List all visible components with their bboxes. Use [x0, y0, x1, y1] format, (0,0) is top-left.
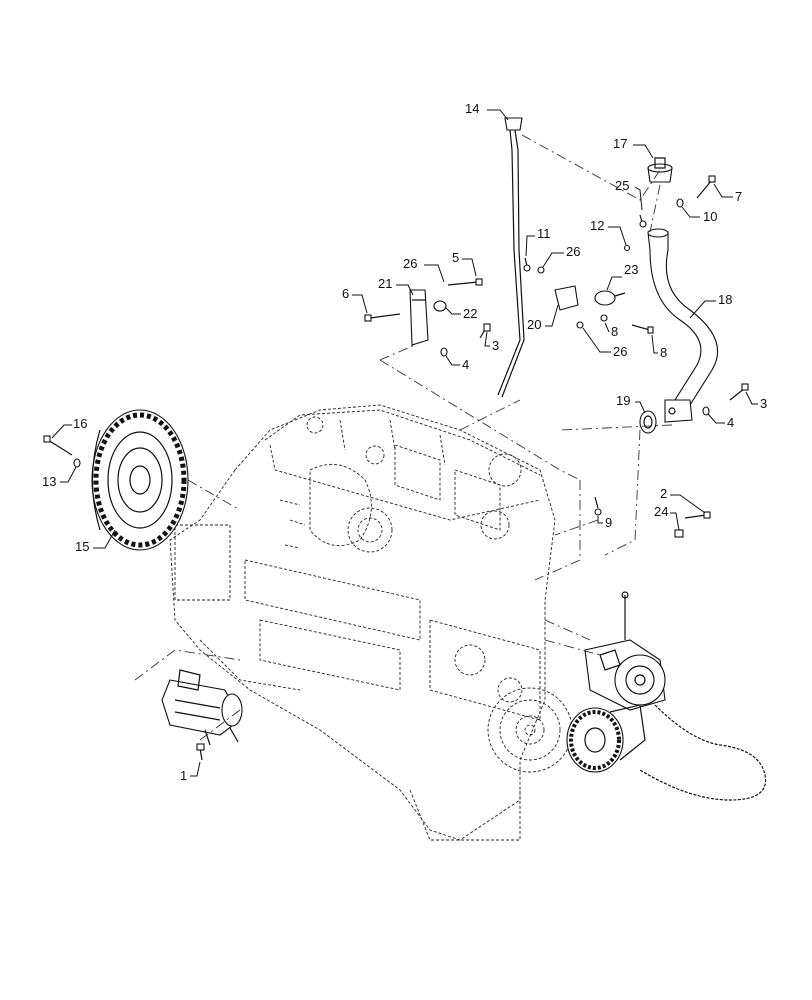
clip-22 — [433, 300, 447, 312]
callout-3-mid: 3 — [484, 331, 499, 353]
assembly-lines — [134, 134, 673, 741]
callout-label: 18 — [718, 292, 732, 307]
callout-6: 6 — [342, 286, 368, 314]
callout-label: 24 — [654, 504, 668, 519]
callout-label: 11 — [537, 226, 551, 241]
drive-belt — [639, 704, 767, 801]
callout-22: 22 — [444, 306, 477, 321]
callout-25: 25 — [615, 178, 643, 211]
callout-4-mid: 4 — [445, 355, 469, 372]
fasteners — [43, 175, 749, 761]
callout-label: 16 — [73, 416, 87, 431]
callout-label: 9 — [605, 515, 612, 530]
callout-20: 20 — [527, 304, 559, 332]
callout-label: 8 — [611, 324, 618, 339]
callout-2: 2 — [660, 486, 706, 514]
callout-24: 24 — [654, 504, 680, 531]
callout-7: 7 — [713, 183, 742, 204]
callout-5: 5 — [452, 250, 477, 277]
callout-4-right: 4 — [707, 413, 734, 430]
callout-label: 3 — [492, 338, 499, 353]
callout-label: 6 — [342, 286, 349, 301]
callout-label: 17 — [613, 136, 627, 151]
callout-15: 15 — [75, 529, 116, 554]
callout-26-top-right: 26 — [542, 244, 580, 268]
callout-8-right: 8 — [651, 334, 667, 360]
clamp-23 — [594, 290, 626, 306]
bracket-20 — [554, 285, 579, 311]
oil-filler-tube — [647, 228, 719, 423]
engine-block — [169, 404, 556, 841]
callout-12: 12 — [590, 218, 627, 246]
callout-label: 26 — [566, 244, 580, 259]
callout-23: 23 — [606, 262, 638, 291]
alternator — [566, 704, 646, 773]
callout-18: 18 — [689, 292, 732, 319]
gasket-19 — [639, 410, 657, 434]
callout-21: 21 — [378, 276, 414, 296]
oil-filler-cap — [647, 157, 673, 183]
flywheel — [91, 409, 189, 551]
callout-label: 25 — [615, 178, 629, 193]
callout-label: 4 — [462, 357, 469, 372]
callout-label: 7 — [735, 189, 742, 204]
callout-11: 11 — [525, 226, 551, 257]
callout-label: 1 — [180, 768, 187, 783]
callout-label: 26 — [403, 256, 417, 271]
callout-16: 16 — [51, 416, 87, 439]
callout-label: 22 — [463, 306, 477, 321]
callout-26-top-left: 26 — [403, 256, 445, 283]
ac-compressor — [584, 591, 666, 711]
callout-10: 10 — [681, 206, 717, 224]
callout-label: 5 — [452, 250, 459, 265]
callout-26-mid: 26 — [582, 327, 627, 359]
dipstick — [497, 117, 525, 398]
callout-9: 9 — [597, 515, 612, 530]
starter-motor — [161, 669, 243, 746]
callout-label: 3 — [760, 396, 767, 411]
callout-17: 17 — [613, 136, 654, 159]
callout-label: 12 — [590, 218, 604, 233]
crankshaft-pulley — [487, 687, 573, 773]
callout-label: 21 — [378, 276, 392, 291]
callout-label: 13 — [42, 474, 56, 489]
callout-label: 4 — [727, 415, 734, 430]
callout-8-left: 8 — [604, 322, 618, 339]
callout-19: 19 — [616, 393, 646, 414]
callout-label: 23 — [624, 262, 638, 277]
callout-label: 15 — [75, 539, 89, 554]
callout-label: 26 — [613, 344, 627, 359]
callout-1: 1 — [180, 761, 201, 783]
callout-label: 8 — [660, 345, 667, 360]
callout-label: 2 — [660, 486, 667, 501]
callout-13: 13 — [42, 466, 77, 489]
bracket-21 — [409, 289, 429, 346]
callout-3-right: 3 — [745, 391, 767, 411]
callout-label: 20 — [527, 317, 541, 332]
callout-label: 10 — [703, 209, 717, 224]
callout-label: 14 — [465, 101, 479, 116]
callout-14: 14 — [465, 101, 509, 121]
callout-label: 19 — [616, 393, 630, 408]
